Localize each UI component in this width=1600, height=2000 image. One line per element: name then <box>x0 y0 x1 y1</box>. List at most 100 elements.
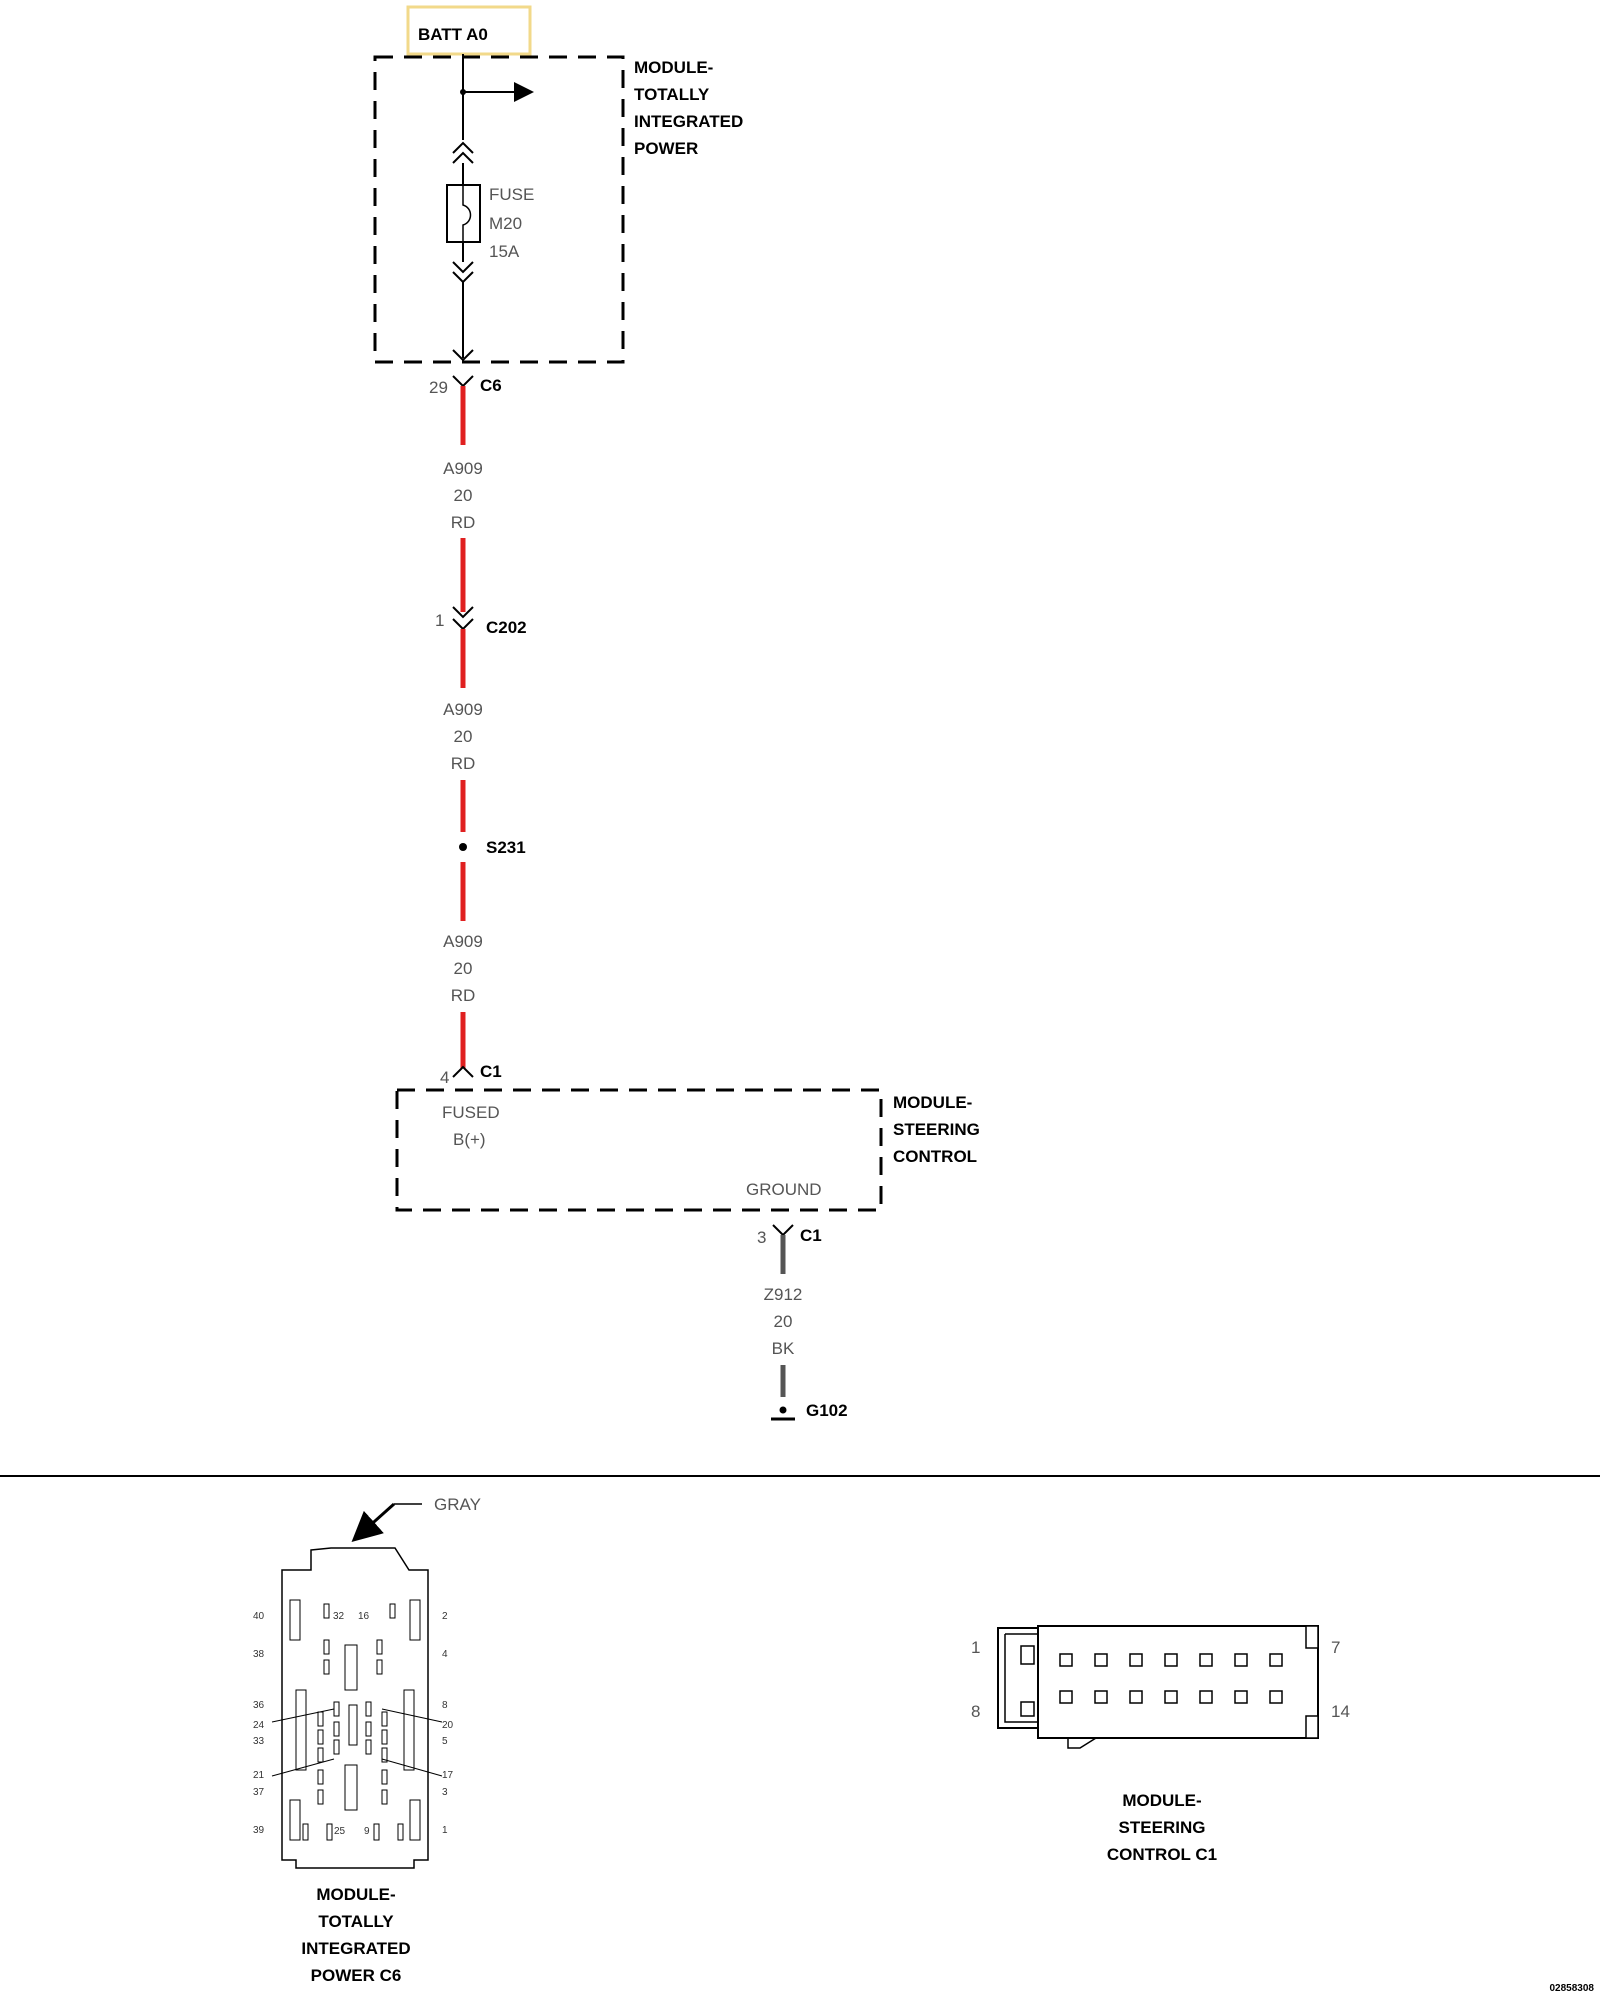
c6-pin-inner-4: 9 <box>364 1826 370 1837</box>
battery-label: BATT A0 <box>418 25 488 44</box>
module-scm-name-3: CONTROL <box>893 1147 977 1166</box>
connector-c1-ground-symbol <box>772 1224 794 1237</box>
wire-1-circuit: A909 <box>443 459 483 478</box>
splice-dot <box>459 843 467 851</box>
c6-title-2: TOTALLY <box>318 1912 394 1931</box>
module-tip-name-3: INTEGRATED <box>634 112 743 131</box>
connector-c202-name: C202 <box>486 618 527 637</box>
fuse-label-1: FUSE <box>489 185 534 204</box>
module-scm-boundary <box>395 1088 883 1212</box>
c6-color-label: GRAY <box>434 1495 481 1514</box>
connector-c1-ground-pin: 3 <box>757 1228 766 1247</box>
splice-s231: S231 <box>459 838 526 857</box>
fuse-terminal-bottom <box>452 261 474 284</box>
c1-latch <box>1067 1737 1097 1749</box>
c6-pin-left-8: 39 <box>253 1825 265 1836</box>
fuse-label-2: M20 <box>489 214 522 233</box>
c6-latch-left <box>289 1599 301 1641</box>
connector-c1-power-name: C1 <box>480 1062 502 1081</box>
wire-3-gauge: 20 <box>454 959 473 978</box>
connector-c202: 1 C202 <box>435 606 527 637</box>
c6-pin-left-2: 38 <box>253 1649 265 1660</box>
c1-cavities <box>1059 1653 1283 1704</box>
wire-segment-1: A909 20 RD <box>443 386 483 612</box>
ground-dot <box>779 1406 787 1414</box>
c6-pin-right-5: 5 <box>442 1736 448 1747</box>
ground-wire-gauge: 20 <box>774 1312 793 1331</box>
c6-pin-left-3: 36 <box>253 1700 265 1711</box>
wire-segment-3: A909 20 RD <box>443 862 483 1068</box>
connector-c6-name: C6 <box>480 376 502 395</box>
c1-pin-label-8: 8 <box>971 1702 980 1721</box>
c6-title-4: POWER C6 <box>311 1966 402 1985</box>
c6-pin-leaders <box>271 1708 443 1777</box>
wire-1-gauge: 20 <box>454 486 473 505</box>
wire-3-color: RD <box>451 986 476 1005</box>
c6-pin-left-7: 37 <box>253 1787 265 1798</box>
module-scm-name-1: MODULE- <box>893 1093 972 1112</box>
module-tip: MODULE- TOTALLY INTEGRATED POWER FUSE M2… <box>373 54 743 364</box>
c6-pin-inner-1: 32 <box>333 1611 345 1622</box>
c1-title-3: CONTROL C1 <box>1107 1845 1217 1864</box>
c6-title-1: MODULE- <box>316 1885 395 1904</box>
c1-pin-label-1: 1 <box>971 1638 980 1657</box>
c6-latch-low-left <box>289 1799 301 1841</box>
battery-feed: BATT A0 <box>406 5 532 56</box>
wire-2-gauge: 20 <box>454 727 473 746</box>
c1-key-bottom <box>1020 1701 1035 1717</box>
ground-wire-circuit: Z912 <box>764 1285 803 1304</box>
c6-pin-right-1: 2 <box>442 1611 448 1622</box>
wire-1-color: RD <box>451 513 476 532</box>
connector-c6-pin: 29 <box>429 378 448 397</box>
c6-pin-right-2: 4 <box>442 1649 448 1660</box>
c1-pin-label-7: 7 <box>1331 1638 1340 1657</box>
c6-pin-right-4: 20 <box>442 1720 454 1731</box>
c6-connector-view: GRAY <box>253 1495 481 1985</box>
ground-name: G102 <box>806 1401 848 1420</box>
connector-c6: 29 C6 <box>429 375 502 397</box>
c6-pin-right-8: 1 <box>442 1825 448 1836</box>
c1-housing <box>1037 1625 1319 1739</box>
fuse-label-3: 15A <box>489 242 520 261</box>
c6-pin-inner-3: 25 <box>334 1826 346 1837</box>
c6-cavities <box>302 1603 404 1841</box>
fuse-terminal-top <box>452 141 474 164</box>
connector-c1-power-symbol <box>452 1065 474 1078</box>
c6-pin-left-1: 40 <box>253 1611 265 1622</box>
connector-c6-symbol <box>452 375 474 388</box>
scm-ground-label: GROUND <box>746 1180 822 1199</box>
scm-fused-label-2: B(+) <box>453 1130 486 1149</box>
ground-g102: G102 <box>771 1401 848 1421</box>
wire-2-color: RD <box>451 754 476 773</box>
module-tip-name-2: TOTALLY <box>634 85 710 104</box>
c6-pin-right-3: 8 <box>442 1700 448 1711</box>
c1-connector-view: 1 7 8 14 MODULE- STEERING CONTROL C1 <box>971 1625 1350 1864</box>
c6-pin-left-5: 33 <box>253 1736 265 1747</box>
c6-pin-inner-2: 16 <box>358 1611 370 1622</box>
c1-pin-label-14: 14 <box>1331 1702 1350 1721</box>
c1-housing-end <box>1305 1625 1319 1739</box>
c6-pin-left-4: 24 <box>253 1720 265 1731</box>
module-tip-boundary <box>373 55 625 364</box>
wire-2-circuit: A909 <box>443 700 483 719</box>
connector-c1-power: 4 C1 <box>440 1062 502 1087</box>
c1-key-top <box>1020 1645 1035 1665</box>
module-tip-name-4: POWER <box>634 139 698 158</box>
figure-id: 02858308 <box>1550 1983 1595 1994</box>
module-tip-name-1: MODULE- <box>634 58 713 77</box>
module-scm: FUSED B(+) GROUND MODULE- STEERING CONTR… <box>395 1088 980 1212</box>
c6-pin-left-6: 21 <box>253 1770 265 1781</box>
battery-label-box <box>406 5 532 56</box>
connector-c1-power-pin: 4 <box>440 1068 449 1087</box>
connector-c202-pin: 1 <box>435 611 444 630</box>
c6-key-arrow <box>351 1502 396 1543</box>
ground-wire: Z912 20 BK <box>764 1235 803 1397</box>
splice-name: S231 <box>486 838 526 857</box>
ground-wire-color: BK <box>772 1339 795 1358</box>
connector-c1-ground-name: C1 <box>800 1226 822 1245</box>
c6-pin-right-7: 3 <box>442 1787 448 1798</box>
wire-segment-2: A909 20 RD <box>443 629 483 832</box>
c6-latch-mid-left <box>295 1689 307 1771</box>
fuse-element <box>462 185 472 242</box>
c6-latch-low-right <box>409 1799 421 1841</box>
